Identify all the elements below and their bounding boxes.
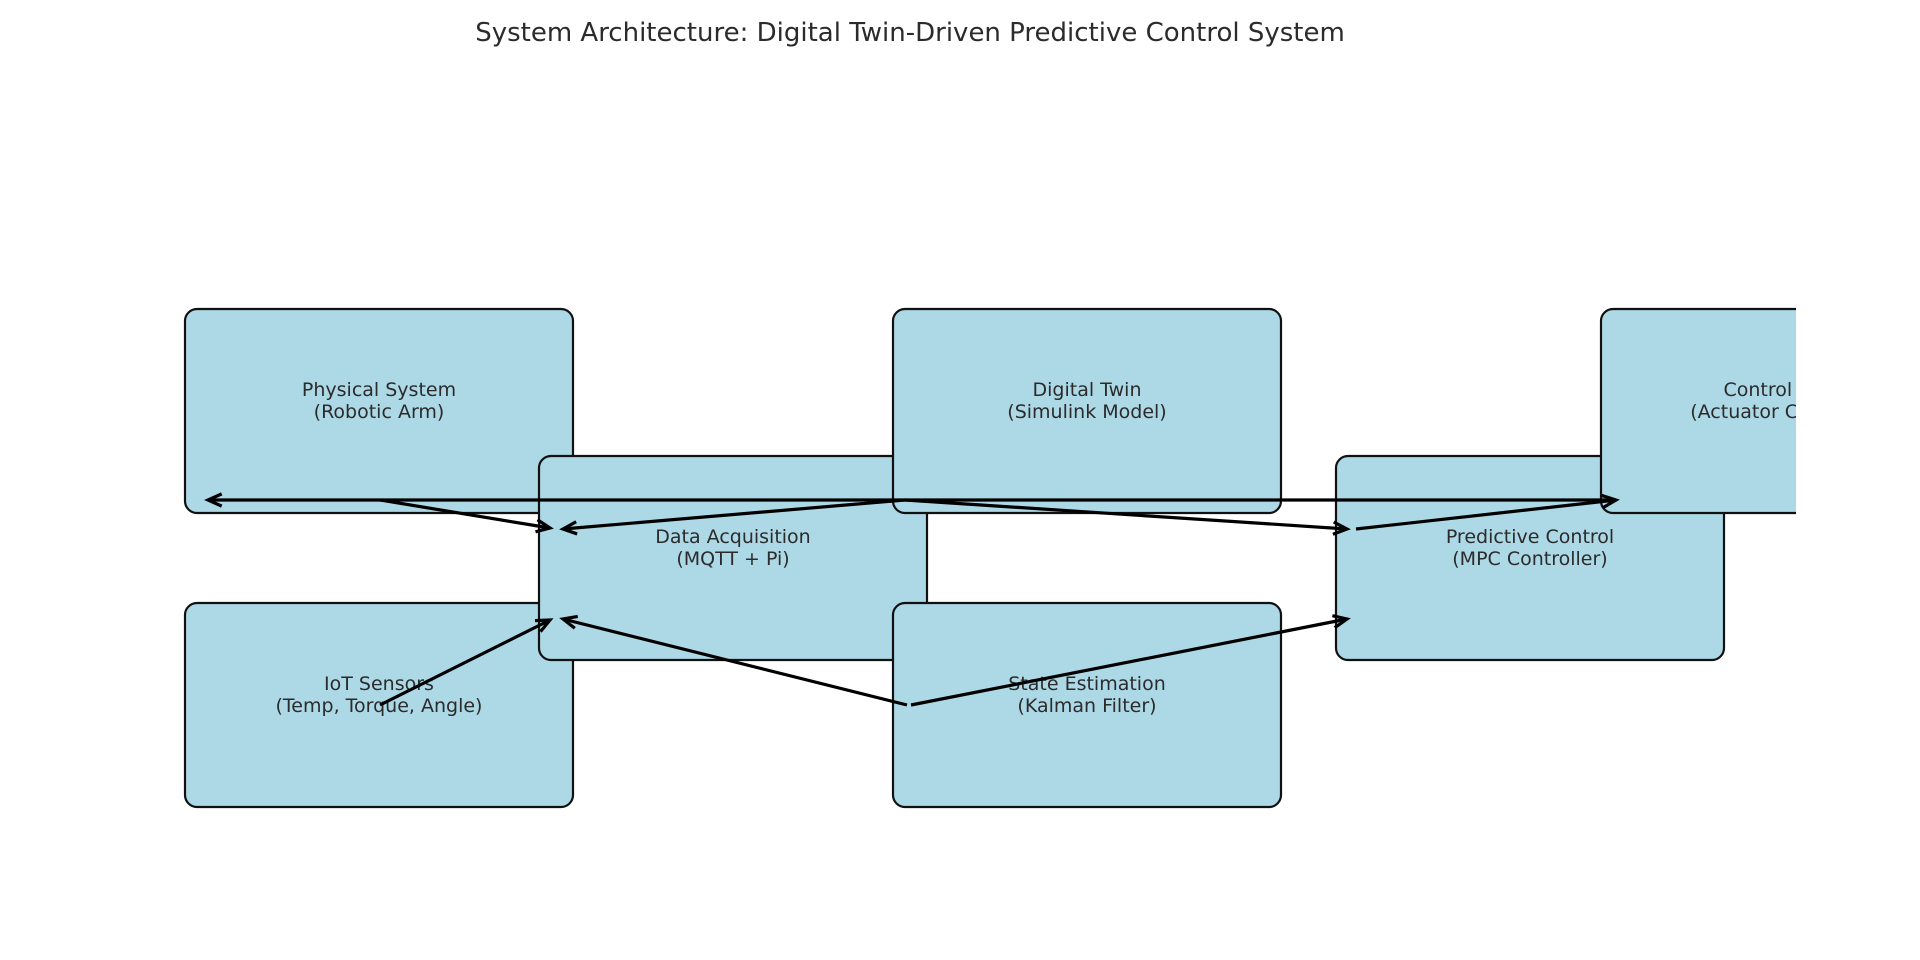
node-sublabel: (Simulink Model) — [1007, 401, 1166, 423]
node-label: State Estimation — [1008, 673, 1166, 695]
node-label: Data Acquisition — [655, 526, 810, 548]
edge-twin-to-mpc — [904, 498, 1351, 536]
node-label: Digital Twin — [1033, 379, 1142, 401]
node-iot: IoT Sensors(Temp, Torque, Angle) — [183, 601, 575, 809]
node-twin: Digital Twin(Simulink Model) — [891, 307, 1283, 515]
arrowhead — [1332, 614, 1351, 629]
edge-line — [1355, 498, 1617, 531]
node-sublabel: (Actuator Commands) — [1690, 401, 1900, 423]
node-state: State Estimation(Kalman Filter) — [891, 601, 1283, 809]
edge-line — [562, 498, 906, 531]
edge-line — [379, 618, 551, 707]
arrowhead — [204, 492, 223, 508]
node-label: Predictive Control — [1446, 526, 1614, 548]
node-sublabel: (MPC Controller) — [1452, 548, 1607, 570]
arrowhead — [534, 618, 554, 633]
edge-state-to-mpc — [910, 614, 1351, 707]
edge-state-to-daq — [559, 614, 908, 707]
edge-line — [910, 617, 1348, 707]
node-box — [183, 601, 575, 809]
arrowhead — [1332, 520, 1351, 536]
node-box — [891, 601, 1283, 809]
arrowhead — [535, 518, 554, 534]
edge-line — [379, 498, 551, 530]
node-sublabel: (MQTT + Pi) — [676, 548, 789, 570]
node-sublabel: (Robotic Arm) — [314, 401, 445, 423]
edge-twin-to-daq — [559, 498, 906, 536]
node-label: Control Signals — [1724, 379, 1867, 401]
node-label: IoT Sensors — [324, 673, 434, 695]
edge-signals-to-physical — [204, 492, 1616, 508]
diagram-title: System Architecture: Digital Twin-Driven… — [475, 18, 1345, 48]
node-label: Physical System — [302, 379, 456, 401]
node-box — [1599, 307, 1796, 515]
edge-iot-to-daq — [379, 618, 554, 707]
node-box — [183, 307, 575, 515]
node-sublabel: (Kalman Filter) — [1017, 695, 1156, 717]
edge-line — [562, 617, 908, 707]
node-sublabel: (Temp, Torque, Angle) — [276, 695, 483, 717]
node-daq: Data Acquisition(MQTT + Pi) — [537, 454, 929, 662]
arrowhead — [559, 614, 579, 630]
arrowhead — [559, 520, 578, 536]
edge-line — [904, 498, 1348, 531]
node-signals: Control Signals(Actuator Commands) — [1599, 307, 1900, 515]
node-physical: Physical System(Robotic Arm) — [183, 307, 575, 515]
edge-physical-to-daq — [379, 498, 554, 534]
